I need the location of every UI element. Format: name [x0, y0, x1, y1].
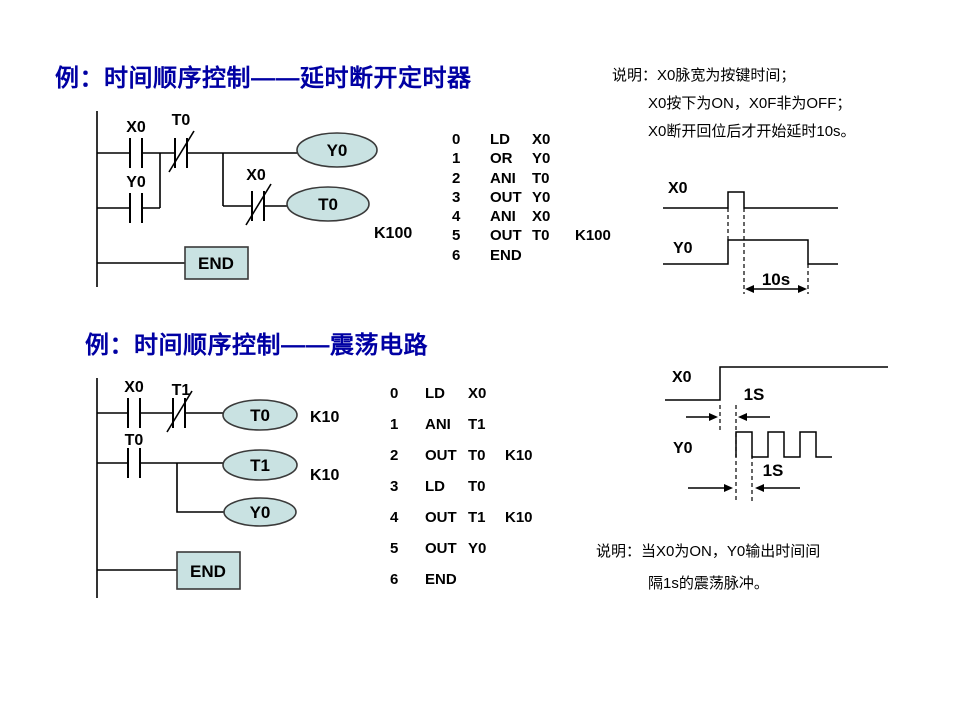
end-block — [184, 246, 249, 280]
end-label: END — [198, 254, 234, 273]
interval-arrows — [688, 484, 800, 492]
timing-diagram-1: X0 Y0 10s — [663, 180, 838, 294]
timer-const-t0: K10 — [310, 409, 339, 426]
coil-t0 — [222, 399, 298, 431]
nc-contact-t0 — [168, 130, 195, 173]
end-label: END — [190, 562, 226, 581]
contact-label-t0: T0 — [125, 432, 144, 449]
note-line: 隔1s的震荡脉冲。 — [648, 575, 769, 592]
section2-note: 说明：当X0为ON，Y0输出时间间 隔1s的震荡脉冲。 — [596, 536, 936, 600]
waveform-y0 — [735, 431, 832, 458]
no-contact-y0 — [129, 193, 143, 223]
contact-label-x0: X0 — [124, 379, 144, 396]
contact-label-x0: X0 — [126, 119, 146, 136]
duration-label-10s: 10s — [762, 270, 790, 289]
section2-title: 例：时间顺序控制——震荡电路 — [85, 332, 428, 359]
no-contact-x0 — [127, 398, 141, 428]
signal-label-y0: Y0 — [673, 240, 693, 257]
note-line: X0按下为ON，X0F非为OFF； — [648, 95, 852, 112]
coil-label-y0: Y0 — [250, 503, 271, 522]
coil-y0 — [223, 497, 297, 527]
contact-label-t1: T1 — [172, 382, 191, 399]
timer-const-t1: K10 — [310, 467, 339, 484]
span-arrow — [745, 285, 807, 293]
signal-label-y0: Y0 — [673, 440, 693, 457]
coil-t0 — [286, 186, 370, 222]
end-block — [176, 551, 241, 590]
coil-label-t0: T0 — [318, 195, 338, 214]
waveform-x0 — [665, 366, 888, 401]
coil-y0 — [296, 132, 378, 168]
contact-label-x0b: X0 — [246, 167, 266, 184]
contact-label-y0: Y0 — [126, 174, 146, 191]
coil-label-t0: T0 — [250, 406, 270, 425]
timing-diagram-2: X0 1S Y0 1S — [665, 366, 888, 503]
coil-label-y0: Y0 — [327, 141, 348, 160]
coil-label-t1: T1 — [250, 456, 270, 475]
note-line: 说明：当X0为ON，Y0输出时间间 — [596, 543, 821, 560]
nc-contact-x0 — [245, 183, 272, 226]
no-contact-t0 — [127, 448, 141, 478]
delay-label-1s: 1S — [744, 385, 765, 404]
ladder-diagram-2: X0 T1 T0 K10 T0 T1 K10 Y0 END — [96, 378, 339, 598]
waveform-y0 — [663, 239, 838, 265]
ladder-diagram-1: X0 T0 Y0 Y0 X0 T0 K100 END — [96, 111, 412, 287]
wire — [176, 463, 224, 513]
guide-lines — [727, 208, 809, 294]
signal-label-x0: X0 — [672, 369, 692, 386]
no-contact-x0 — [129, 138, 143, 168]
note-line: X0断开回位后才开始延时10s。 — [648, 123, 856, 140]
timer-const-k100: K100 — [374, 225, 412, 242]
contact-label-t0: T0 — [172, 112, 191, 129]
coil-t1 — [222, 449, 298, 481]
waveform-x0 — [663, 191, 838, 209]
section1-note: 说明：X0脉宽为按键时间； X0按下为ON，X0F非为OFF； X0断开回位后才… — [612, 62, 952, 146]
delay-arrows — [686, 413, 770, 421]
section1-title: 例：时间顺序控制——延时断开定时器 — [55, 65, 472, 92]
signal-label-x0: X0 — [668, 180, 688, 197]
note-line: 说明：X0脉宽为按键时间； — [612, 67, 796, 84]
interval-label-1s: 1S — [763, 461, 784, 480]
